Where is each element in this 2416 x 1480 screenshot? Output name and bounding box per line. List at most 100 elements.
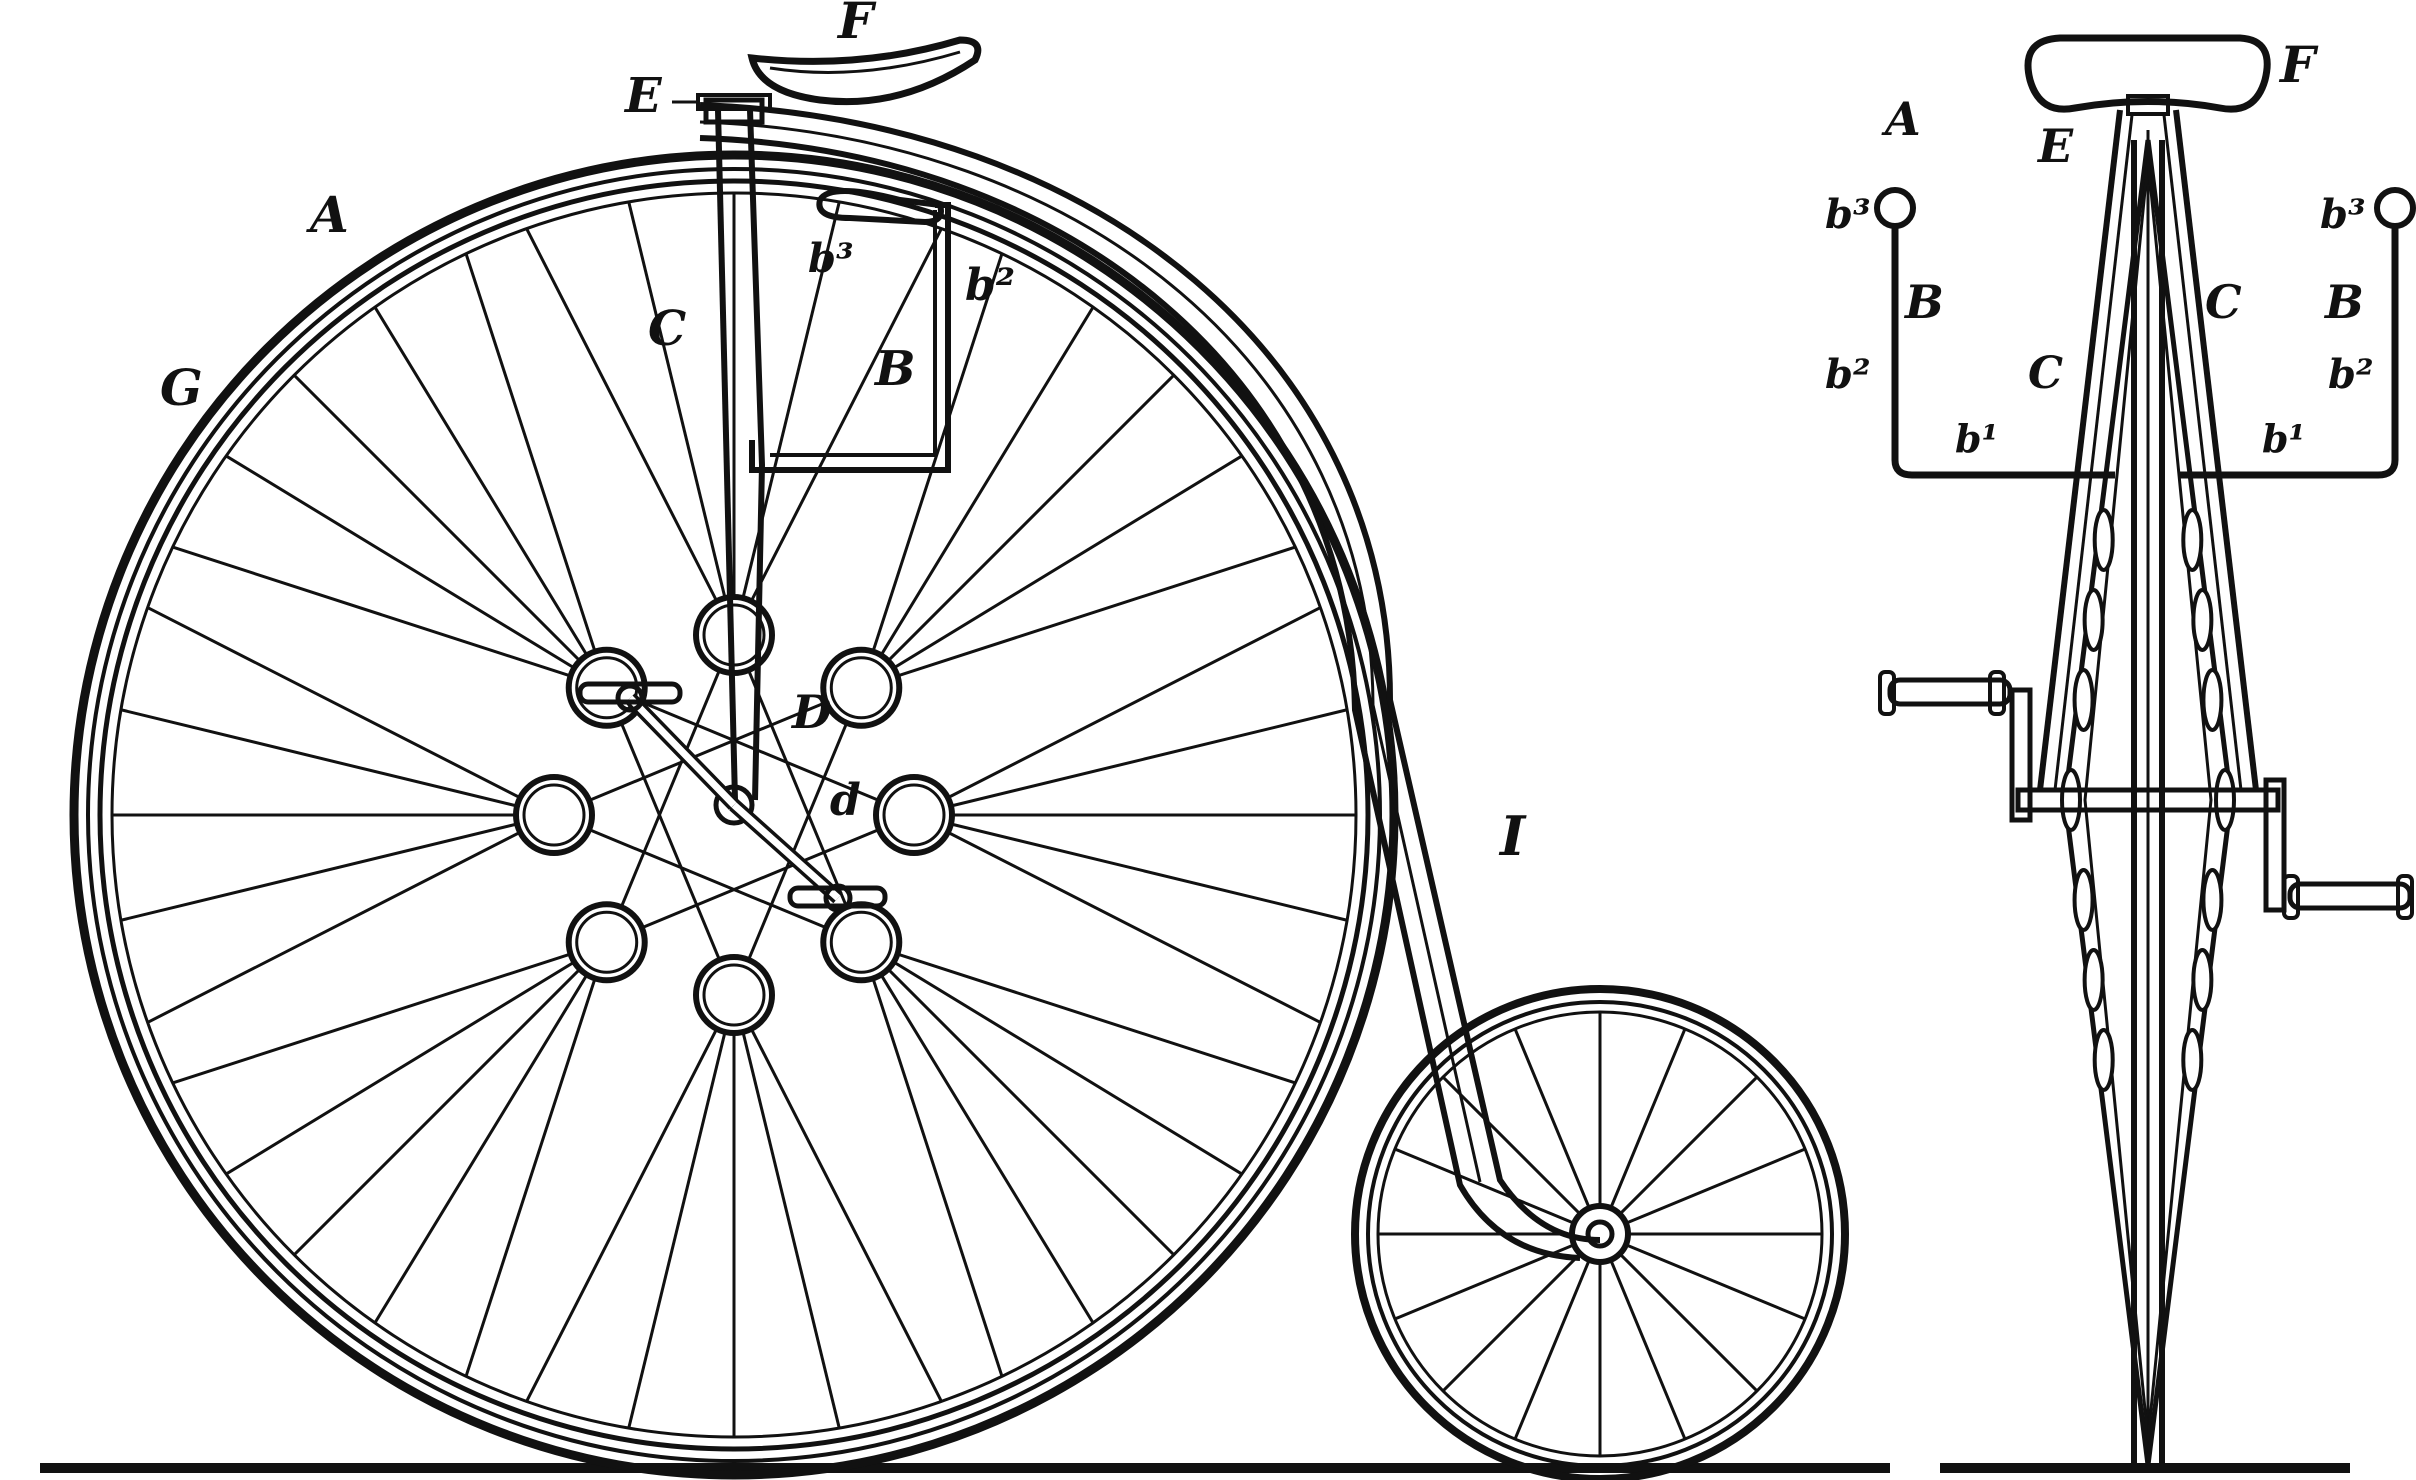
- rear-wheel-spoke: [1625, 1243, 1806, 1321]
- label-b2-front-left: b²: [1825, 351, 1871, 398]
- front-wheel-spoke: [860, 545, 1296, 690]
- front-wheel: [69, 150, 1399, 1480]
- front-wheel-spoke: [172, 940, 608, 1085]
- front-wheel-spoke: [120, 708, 555, 817]
- backbone: [699, 102, 1601, 1261]
- front-wheel-flange-inner: [575, 910, 639, 974]
- label-b3-front-left: b³: [1825, 191, 1871, 238]
- front-wheel-spoke: [293, 941, 608, 1256]
- label-B-front-right: B: [2323, 275, 2364, 329]
- label-b2-side: b²: [965, 260, 1015, 311]
- label-G-side: G: [160, 358, 203, 417]
- front-wheel-spoke: [464, 941, 609, 1377]
- rear-wheel-spoke: [1441, 1252, 1582, 1393]
- label-b1-front-right: b¹: [2262, 416, 2305, 461]
- rear-wheel-spoke: [1609, 1028, 1687, 1209]
- front-wheel-flange-inner: [702, 963, 766, 1027]
- front-view-flange: [2082, 948, 2105, 1012]
- front-wheel-cross-spoke: [606, 686, 915, 817]
- side-view: F E A G C b³ b² B D d I: [69, 0, 1849, 1480]
- front-wheel-flange-inner: [829, 910, 893, 974]
- front-wheel-spoke: [859, 941, 1004, 1377]
- front-wheel-flange-inner: [522, 783, 586, 847]
- label-b1-front-left: b¹: [1955, 416, 1998, 461]
- front-wheel-spoke: [860, 940, 1296, 1085]
- front-wheel-spoke: [913, 708, 1348, 817]
- label-C-front-upper: C: [2205, 275, 2242, 329]
- front-wheel-spoke: [172, 545, 608, 690]
- front-wheel-spoke: [860, 940, 1243, 1176]
- front-wheel-spoke: [913, 606, 1322, 817]
- front-view-flange: [2072, 868, 2095, 932]
- label-A-front: A: [1881, 92, 1921, 146]
- front-wheel-spoke: [859, 941, 1095, 1324]
- front-wheel-cross-spoke: [732, 687, 863, 996]
- front-wheel-flange-inner: [882, 783, 946, 847]
- label-B-side: B: [873, 341, 916, 397]
- front-view-grip-left: [1874, 187, 1916, 229]
- label-D-side: D: [790, 685, 832, 739]
- front-wheel-spoke: [373, 941, 609, 1324]
- cranks-and-pedals: [577, 681, 888, 913]
- label-F-side: F: [836, 0, 877, 50]
- front-wheel-spoke: [627, 994, 736, 1429]
- label-C-side: C: [648, 301, 686, 357]
- rear-wheel-spoke: [1513, 1259, 1591, 1440]
- front-view-flange: [2191, 948, 2214, 1012]
- front-view-flange: [2191, 588, 2214, 652]
- rear-wheel-spoke: [1441, 1075, 1582, 1216]
- rear-wheel-spoke: [1513, 1028, 1591, 1209]
- front-view-fork: [2037, 109, 2259, 791]
- saddle: [747, 36, 982, 106]
- front-view-flange: [2201, 868, 2224, 932]
- front-view-flange: [2072, 668, 2095, 732]
- front-wheel-cross-spoke: [605, 687, 736, 996]
- label-B-front-left: B: [1903, 275, 1944, 329]
- rear-wheel-spoke: [1609, 1259, 1687, 1440]
- front-wheel-spoke: [732, 201, 841, 636]
- front-fork: [696, 93, 772, 801]
- front-wheel-spoke: [525, 994, 736, 1403]
- front-view-flange: [2092, 508, 2115, 572]
- front-view: F E A b³ b³ B B C C b² b² b¹ b¹: [1825, 34, 2416, 1468]
- front-view-flange: [2060, 768, 2082, 832]
- rear-wheel-spoke: [1618, 1075, 1759, 1216]
- front-wheel-spoke: [525, 227, 736, 636]
- front-wheel-cross-spoke: [605, 634, 736, 943]
- front-view-flange: [2201, 668, 2224, 732]
- front-wheel-spoke: [732, 994, 943, 1403]
- front-view-cranks: [1878, 670, 2414, 920]
- front-wheel-spoke: [913, 813, 1348, 922]
- front-wheel-spoke: [859, 306, 1095, 689]
- front-view-flange: [2082, 588, 2105, 652]
- label-E-front: E: [2036, 119, 2074, 173]
- front-wheel-spoke: [913, 813, 1322, 1024]
- front-wheel-spoke: [225, 940, 608, 1176]
- front-wheel-spoke-flanges: [513, 594, 955, 1036]
- front-view-flange: [2214, 768, 2236, 832]
- front-wheel-spoke: [146, 813, 555, 1024]
- rear-wheel-spoke: [1394, 1243, 1575, 1321]
- front-wheel-spoke: [860, 374, 1175, 689]
- label-d-side: d: [830, 775, 861, 826]
- front-view-flange: [2181, 1028, 2204, 1092]
- front-wheel-flange-inner: [829, 656, 893, 720]
- front-view-spoke-flanges: [2060, 508, 2236, 1092]
- label-I-side: I: [1498, 804, 1527, 868]
- rear-wheel-spoke: [1625, 1147, 1806, 1225]
- label-b2-front-right: b²: [2328, 351, 2374, 398]
- front-wheel-spoke: [464, 253, 609, 689]
- front-wheel-spoke: [120, 813, 555, 922]
- front-wheel-spoke: [732, 994, 841, 1429]
- front-wheel-spoke: [732, 227, 943, 636]
- front-wheel-spoke: [860, 941, 1175, 1256]
- handlebar: [749, 188, 951, 473]
- label-A-side: A: [306, 185, 349, 244]
- rear-wheel-spoke: [1394, 1147, 1575, 1225]
- front-view-flange: [2181, 508, 2204, 572]
- front-wheel-spoke: [860, 454, 1243, 690]
- front-wheel-cross-spoke: [553, 813, 862, 944]
- front-wheel-spoke: [373, 306, 609, 689]
- front-wheel-cross-spoke: [606, 813, 915, 944]
